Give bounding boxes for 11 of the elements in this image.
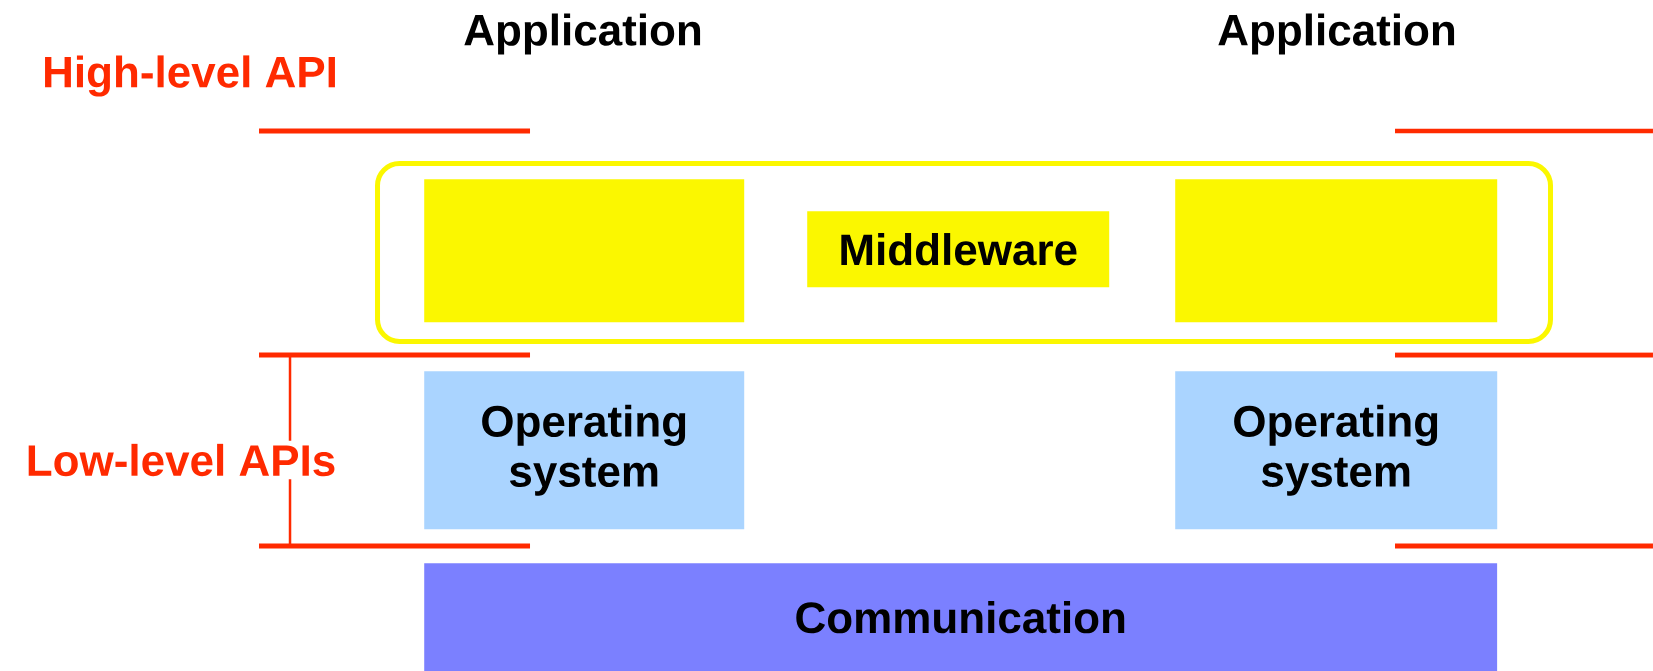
column-heading: Application: [1214, 10, 1460, 58]
os-box: Operating system: [424, 371, 745, 530]
communication-bar: Communication: [424, 563, 1498, 671]
middleware-box: [424, 179, 745, 323]
api-label: High-level API: [39, 52, 341, 100]
api-label: Low-level APIs: [22, 440, 340, 480]
middleware-frame: [375, 161, 1553, 344]
middleware-box: [1175, 179, 1498, 323]
column-heading: Application: [460, 10, 706, 58]
middleware-box: Middleware: [807, 211, 1110, 288]
os-box: Operating system: [1175, 371, 1498, 530]
